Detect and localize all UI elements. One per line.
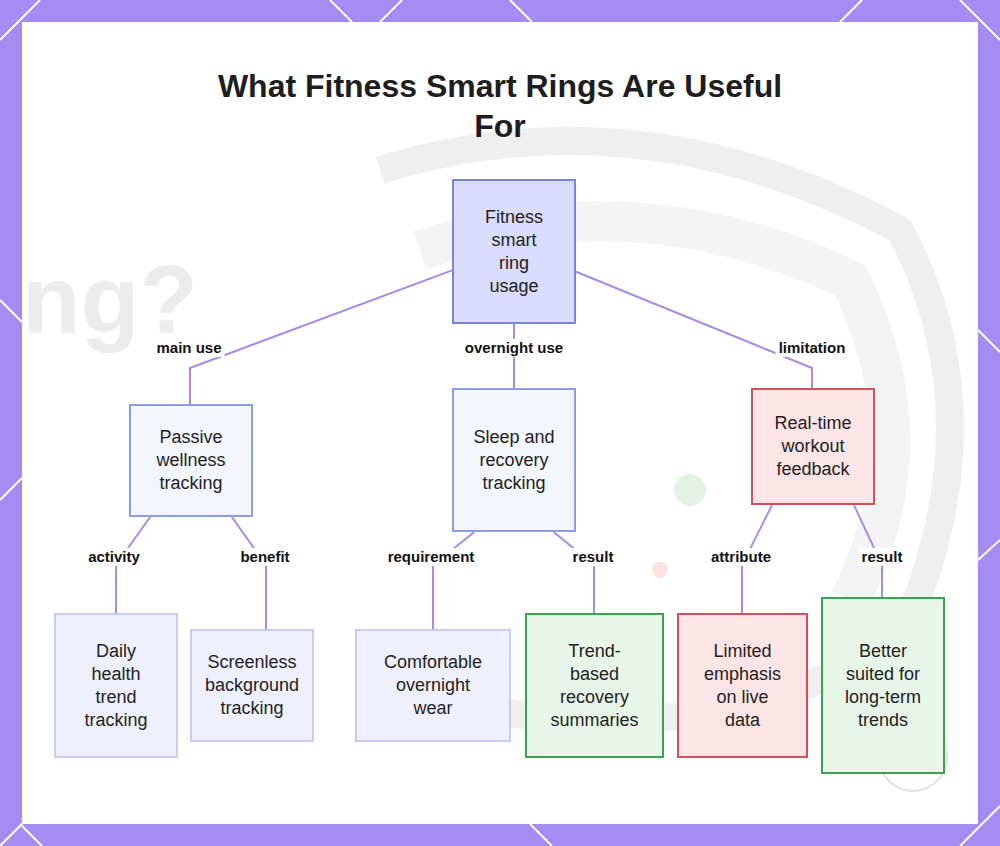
edge-label: requirement [385, 548, 478, 566]
concept-box: Daily health trend tracking [54, 613, 178, 758]
concept-box: Passive wellness tracking [129, 404, 253, 517]
node-text: Screenless background tracking [200, 651, 304, 720]
concept-box: Better suited for long-term trends [821, 597, 945, 774]
concept-box: Real-time workout feedback [751, 388, 875, 505]
node-text: Real-time workout feedback [771, 412, 855, 481]
node-text: Fitness smart ring usage [478, 206, 550, 298]
edge-label: benefit [237, 548, 292, 566]
concept-box: Fitness smart ring usage [452, 179, 576, 324]
connector-line [554, 532, 594, 613]
node-text: Limited emphasis on live data [699, 640, 786, 732]
watermark-text: ng? [22, 250, 198, 350]
connector-line [576, 272, 812, 388]
connector-line [232, 517, 266, 629]
diagram-title: What Fitness Smart Rings Are Useful For [200, 66, 800, 146]
edge-label: overnight use [462, 339, 566, 357]
node-text: Passive wellness tracking [147, 426, 235, 495]
node-text: Better suited for long-term trends [839, 640, 927, 732]
connector-line [433, 532, 474, 629]
edge-label: limitation [776, 339, 849, 357]
edge-label: result [570, 548, 617, 566]
concept-box: Limited emphasis on live data [677, 613, 808, 758]
node-text: Daily health trend tracking [76, 640, 156, 732]
edge-label: main use [153, 339, 224, 357]
concept-box: Comfortable overnight wear [355, 629, 511, 742]
concept-box: Screenless background tracking [190, 629, 314, 742]
edge-label: attribute [708, 548, 774, 566]
connector-line [190, 270, 452, 404]
concept-box: Trend-based recovery summaries [525, 613, 664, 758]
node-text: Trend-based recovery summaries [549, 640, 640, 732]
ring-sensor [674, 474, 706, 506]
edge-label: activity [85, 548, 143, 566]
concept-box: Sleep and recovery tracking [452, 388, 576, 532]
node-text: Sleep and recovery tracking [472, 426, 556, 495]
ring-sensor [652, 562, 668, 578]
node-text: Comfortable overnight wear [379, 651, 487, 720]
panel [22, 22, 978, 824]
edge-label: result [859, 548, 906, 566]
